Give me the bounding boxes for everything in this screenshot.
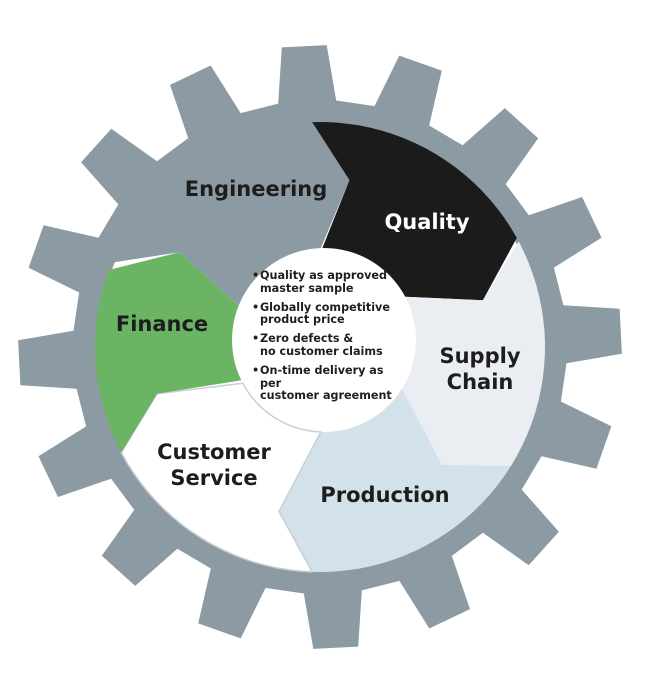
goal-item: Zero defects & no customer claims [252,333,400,358]
label-production: Production [320,483,449,507]
goal-line: product price [260,313,345,327]
goal-line: customer agreement [260,389,392,403]
goal-item: Quality as approved master sample [252,269,400,295]
segment-production [279,388,511,572]
label-finance: Finance [116,312,208,336]
goal-item: Globally competitive product price [252,300,400,327]
goal-line: Zero defects & [260,332,354,346]
label-quality: Quality [384,210,469,234]
goal-line: master sample [260,281,354,295]
segment-finance [95,252,242,453]
goals-list: Quality as approved master sample Global… [252,269,400,403]
label-supply-chain-line1: Supply [439,344,520,368]
goal-line: Quality as approved [260,269,387,282]
segment-quality [312,122,517,301]
segment-engineering [111,122,350,306]
goal-line: no customer claims [260,344,383,358]
label-engineering: Engineering [185,177,328,201]
label-supply-chain-line2: Chain [447,370,514,394]
segment-customer-service [120,382,322,573]
center-goals: Quality as approved master sample Global… [252,269,400,409]
segment-supply-chain [402,241,545,467]
goal-line: On-time delivery as per [260,364,384,390]
label-customer-service-line2: Service [170,466,257,490]
goal-line: Globally competitive [260,300,390,314]
goal-item: On-time delivery as per customer agreeme… [252,364,400,403]
label-customer-service-line1: Customer [157,440,271,464]
